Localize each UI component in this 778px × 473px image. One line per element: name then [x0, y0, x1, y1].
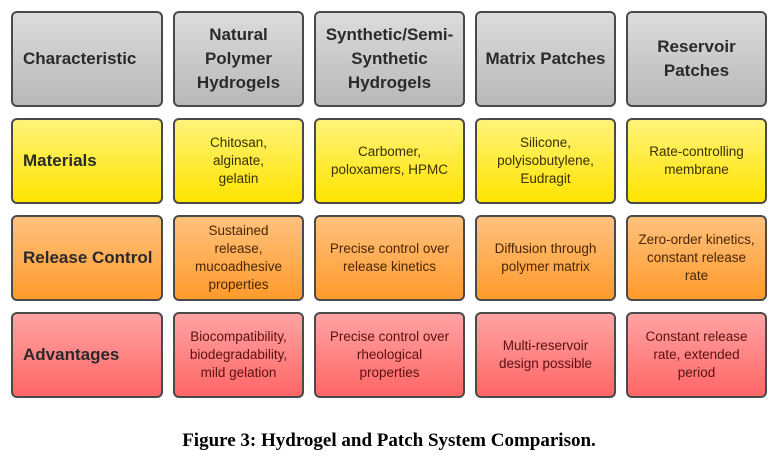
row-label-text: Materials [23, 151, 97, 170]
table-cell: Multi-reservoir design possible [475, 312, 616, 398]
table-cell: Diffusion through polymer matrix [475, 215, 616, 301]
row-label-materials: Materials [11, 118, 163, 204]
header-text: Characteristic [23, 49, 137, 68]
row-label-text: Advantages [23, 345, 120, 364]
header-natural-polymer-hydrogels: Natural Polymer Hydrogels [173, 11, 304, 107]
cell-text: Carbomer, poloxamers, HPMC [330, 144, 449, 177]
header-text: Synthetic/Semi- Synthetic Hydrogels [325, 25, 454, 92]
header-text: Natural Polymer Hydrogels [196, 25, 281, 92]
cell-text: Zero-order kinetics, constant release ra… [638, 232, 755, 283]
table-cell: Silicone, polyisobutylene, Eudragit [475, 118, 616, 204]
header-text: Matrix Patches [485, 49, 606, 68]
header-synthetic-hydrogels: Synthetic/Semi- Synthetic Hydrogels [314, 11, 465, 107]
row-label-advantages: Advantages [11, 312, 163, 398]
cell-text: Rate-controlling membrane [649, 144, 744, 177]
table-cell: Constant release rate, extended period [626, 312, 767, 398]
table-cell: Precise control over rheological propert… [314, 312, 465, 398]
table-cell: Biocompatibility, biodegradability, mild… [173, 312, 304, 398]
cell-text: Chitosan, alginate, gelatin [209, 135, 268, 186]
table-cell: Chitosan, alginate, gelatin [173, 118, 304, 204]
cell-text: Sustained release, mucoadhesive properti… [194, 223, 283, 292]
table-cell: Zero-order kinetics, constant release ra… [626, 215, 767, 301]
table-cell: Carbomer, poloxamers, HPMC [314, 118, 465, 204]
cell-text: Biocompatibility, biodegradability, mild… [189, 329, 288, 380]
cell-text: Silicone, polyisobutylene, Eudragit [497, 135, 594, 186]
table-cell: Precise control over release kinetics [314, 215, 465, 301]
row-label-text: Release Control [23, 248, 153, 267]
header-characteristic: Characteristic [11, 11, 163, 107]
table-cell: Sustained release, mucoadhesive properti… [173, 215, 304, 301]
cell-text: Precise control over release kinetics [329, 241, 450, 274]
cell-text: Multi-reservoir design possible [498, 338, 593, 371]
cell-text: Constant release rate, extended period [645, 329, 748, 380]
comparison-table: Characteristic Natural Polymer Hydrogels… [11, 11, 767, 398]
cell-text: Precise control over rheological propert… [329, 329, 450, 380]
row-label-release-control: Release Control [11, 215, 163, 301]
figure-caption: Figure 3: Hydrogel and Patch System Comp… [182, 430, 596, 451]
header-reservoir-patches: Reservoir Patches [626, 11, 767, 107]
table-cell: Rate-controlling membrane [626, 118, 767, 204]
cell-text: Diffusion through polymer matrix [494, 241, 597, 274]
header-matrix-patches: Matrix Patches [475, 11, 616, 107]
header-text: Reservoir Patches [657, 37, 736, 80]
